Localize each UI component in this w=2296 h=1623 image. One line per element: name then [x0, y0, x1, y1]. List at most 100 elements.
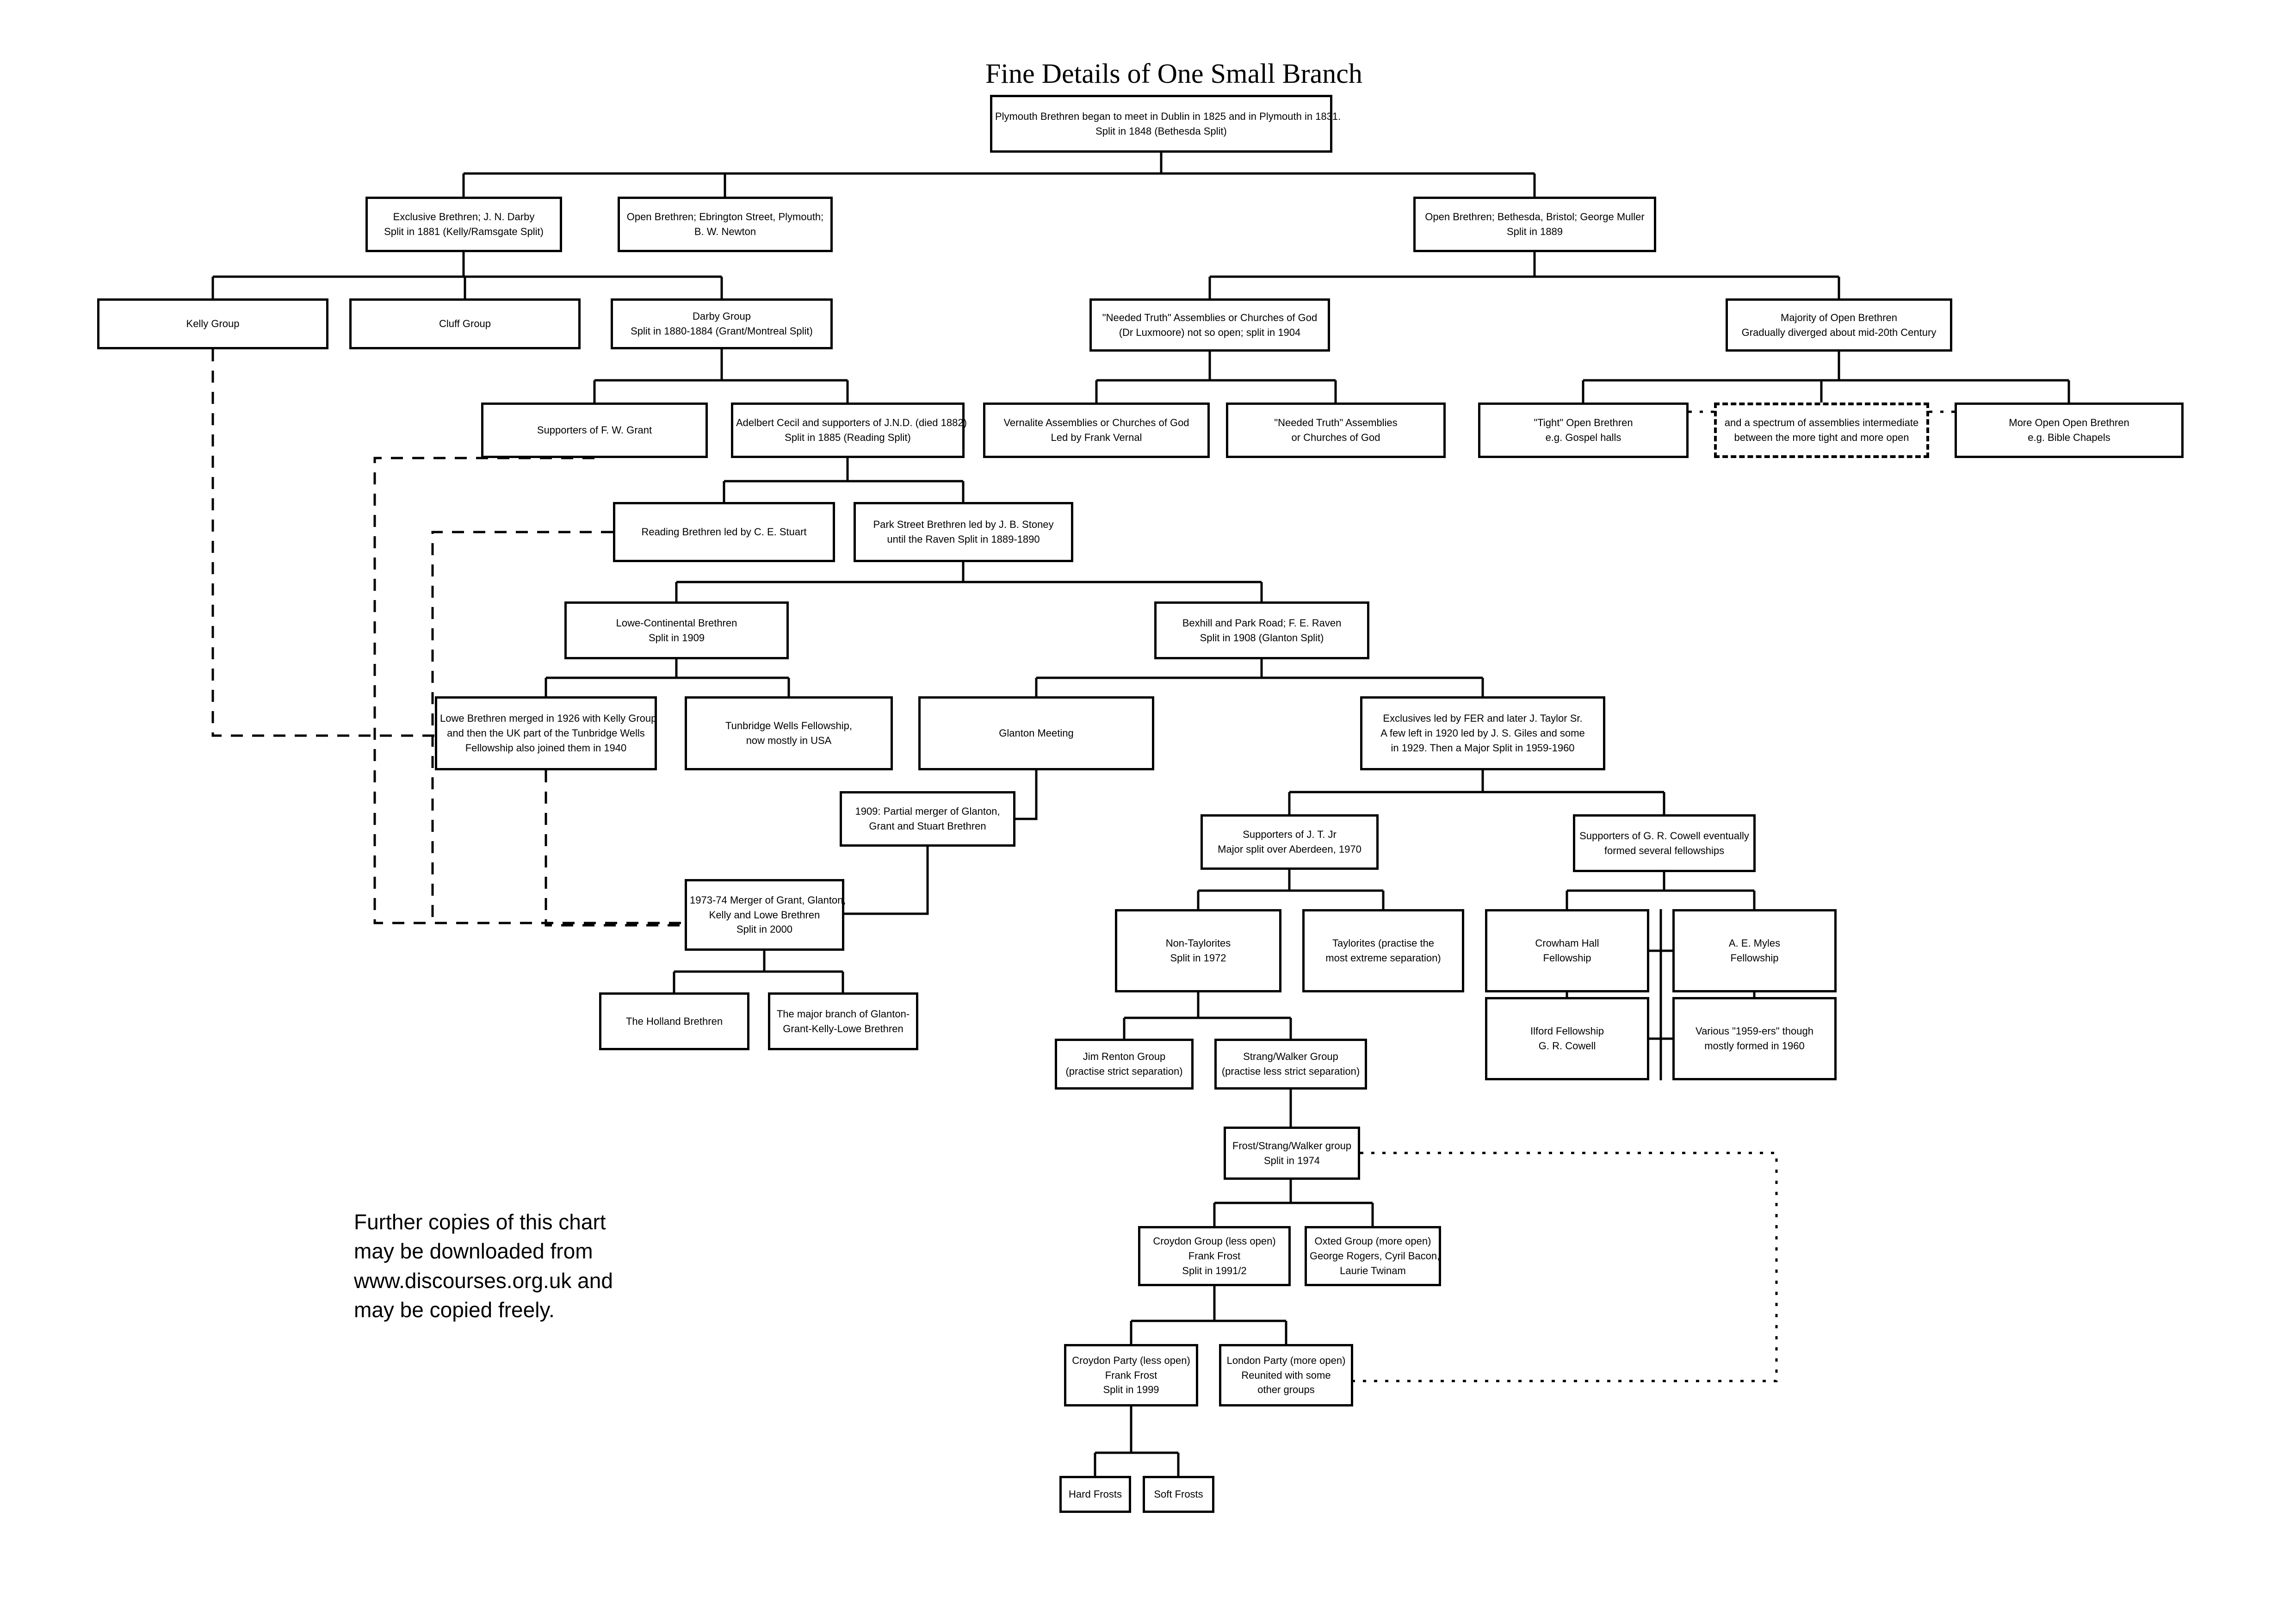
- node-text-line: (Dr Luxmoore) not so open; split in 1904: [1119, 326, 1301, 338]
- node-adelbert-cecil: Adelbert Cecil and supporters of J.N.D. …: [731, 403, 967, 458]
- node-taylorites: Taylorites (practise the most extreme sep…: [1302, 909, 1464, 992]
- node-open-brethren-bethesda: Open Brethren; Bethesda, Bristol; George…: [1413, 197, 1656, 252]
- node-text-line: Lowe-Continental Brethren: [616, 617, 737, 629]
- node-text-line: "Tight" Open Brethren: [1534, 417, 1633, 429]
- node-text-line: Exclusive Brethren; J. N. Darby: [393, 211, 535, 223]
- node-text-line: Split in 1885 (Reading Split): [785, 432, 911, 443]
- node-text-line: (practise strict separation): [1065, 1065, 1183, 1077]
- node-text-line: "Needed Truth" Assemblies: [1274, 417, 1398, 429]
- node-text-line: Croydon Group (less open): [1153, 1235, 1276, 1247]
- node-text-line: Split in 1908 (Glanton Split): [1200, 632, 1324, 644]
- node-text-line: Fellowship: [1543, 952, 1591, 964]
- node-text-line: Split in 1974: [1263, 1154, 1320, 1166]
- node-soft-frosts: Soft Frosts: [1143, 1476, 1214, 1513]
- node-text-line: George Rogers, Cyril Bacon,: [1310, 1250, 1440, 1262]
- node-text-line: Cluff Group: [439, 318, 491, 330]
- node-text-line: Split in 1848 (Bethesda Split): [1095, 125, 1227, 137]
- node-partial-merger-1909: 1909: Partial merger of Glanton, Grant an…: [840, 791, 1015, 847]
- node-text-line: Open Brethren; Ebrington Street, Plymout…: [626, 211, 824, 223]
- node-text-line: Non-Taylorites: [1165, 937, 1231, 949]
- node-text-line: Vernalite Assemblies or Churches of God: [1003, 417, 1189, 429]
- node-text-line: Kelly Group: [186, 318, 240, 330]
- node-park-street-brethren: Park Street Brethren led by J. B. Stoney…: [854, 502, 1073, 562]
- node-text-line: Laurie Twinam: [1340, 1264, 1406, 1276]
- node-text-line: Split in 1889: [1506, 226, 1563, 237]
- node-text-line: e.g. Gospel halls: [1545, 432, 1621, 443]
- conn-1909-to-1973: [844, 847, 929, 915]
- node-text-line: Darby Group: [693, 310, 751, 322]
- node-text-line: More Open Open Brethren: [2009, 417, 2129, 429]
- node-text-line: Frost/Strang/Walker group: [1232, 1140, 1352, 1152]
- page-title: Fine Details of One Small Branch: [985, 58, 1362, 89]
- node-text-line: in 1929. Then a Major Split in 1959-1960: [1391, 742, 1575, 754]
- node-london-party: London Party (more open)Reunited with so…: [1219, 1344, 1353, 1406]
- node-text-line: formed several fellowships: [1604, 844, 1725, 856]
- node-text-line: Supporters of F. W. Grant: [537, 424, 652, 436]
- node-cluff-group: Cluff Group: [349, 298, 581, 349]
- node-text-line: and a spectrum of assemblies intermediat…: [1724, 417, 1919, 429]
- node-text-line: until the Raven Split in 1889-1890: [887, 533, 1040, 545]
- node-text-line: Open Brethren; Bethesda, Bristol; George…: [1425, 211, 1645, 223]
- node-needed-truth-assemblies: "Needed Truth" Assemblies or Churches of…: [1089, 298, 1330, 352]
- node-root: Plymouth Brethren began to meet in Dubli…: [990, 95, 1341, 153]
- node-text-line: Split in 1972: [1170, 952, 1226, 964]
- node-text-line: Frank Frost: [1188, 1250, 1241, 1262]
- node-text-line: Supporters of G. R. Cowell eventually: [1579, 830, 1749, 842]
- node-text-line: Split in 2000: [736, 923, 793, 935]
- node-supporters-fw-grant: Supporters of F. W. Grant: [481, 403, 708, 458]
- node-glanton-meeting: Glanton Meeting: [918, 696, 1154, 770]
- node-text-line: Tunbridge Wells Fellowship,: [725, 720, 852, 732]
- node-tunbridge-wells: Tunbridge Wells Fellowship,now mostly in…: [685, 696, 893, 770]
- conn-dashed-grant-to-1973: [373, 457, 842, 924]
- node-text-line: The major branch of Glanton-: [776, 1008, 910, 1020]
- node-text-line: Glanton Meeting: [999, 727, 1074, 739]
- node-text-line: A few left in 1920 led by J. S. Giles an…: [1380, 727, 1585, 739]
- node-strang-walker-group: Strang/Walker Group(practise less strict…: [1214, 1039, 1367, 1090]
- node-spectrum-intermediate: and a spectrum of assemblies intermediat…: [1714, 403, 1929, 458]
- node-oxted-group: Oxted Group (more open) George Rogers, Cy…: [1305, 1226, 1441, 1286]
- node-text-line: Plymouth Brethren began to meet in Dubli…: [995, 110, 1341, 122]
- node-supporters-gr-cowell: Supporters of G. R. Cowell eventually for…: [1573, 814, 1756, 872]
- node-text-line: 1909: Partial merger of Glanton,: [855, 805, 1000, 818]
- node-hard-frosts: Hard Frosts: [1059, 1476, 1131, 1513]
- node-text-line: e.g. Bible Chapels: [2028, 432, 2110, 443]
- node-text-line: Crowham Hall: [1535, 937, 1599, 949]
- node-text-line: Majority of Open Brethren: [1781, 311, 1897, 323]
- node-major-branch-glanton: The major branch of Glanton-Grant-Kelly-…: [768, 992, 918, 1050]
- node-more-open-brethren: More Open Open Brethren e.g. Bible Chapel…: [1955, 403, 2184, 458]
- node-text-line: Ilford Fellowship: [1530, 1025, 1604, 1037]
- node-text-line: Split in 1909: [648, 632, 705, 644]
- node-text-line: Grant and Stuart Brethren: [869, 820, 986, 832]
- conn-glanton-to-1909: [1015, 770, 1038, 820]
- node-reading-brethren: Reading Brethren led by C. E. Stuart: [613, 502, 835, 562]
- node-text-line: between the more tight and more open: [1734, 432, 1909, 443]
- node-text-line: Split in 1999: [1103, 1384, 1159, 1396]
- node-text-line: Oxted Group (more open): [1314, 1235, 1431, 1247]
- node-text-line: most extreme separation): [1325, 952, 1441, 964]
- node-text-line: Taylorites (practise the: [1332, 937, 1435, 949]
- node-text-line: Strang/Walker Group: [1243, 1051, 1338, 1063]
- node-text-line: Reunited with some: [1241, 1369, 1331, 1381]
- node-text-line: Adelbert Cecil and supporters of J.N.D. …: [736, 417, 967, 429]
- node-kelly-group: Kelly Group: [97, 298, 328, 349]
- node-text-line: other groups: [1257, 1384, 1315, 1396]
- node-open-brethren-ebrington: Open Brethren; Ebrington Street, Plymout…: [618, 197, 833, 252]
- node-text-line: Fellowship: [1730, 952, 1779, 964]
- node-text-line: Various "1959-ers" though: [1696, 1025, 1813, 1037]
- node-holland-brethren: The Holland Brethren: [599, 992, 749, 1050]
- node-lowe-brethren-merged: Lowe Brethren merged in 1926 with Kelly …: [435, 696, 657, 770]
- node-text-line: or Churches of God: [1291, 432, 1380, 443]
